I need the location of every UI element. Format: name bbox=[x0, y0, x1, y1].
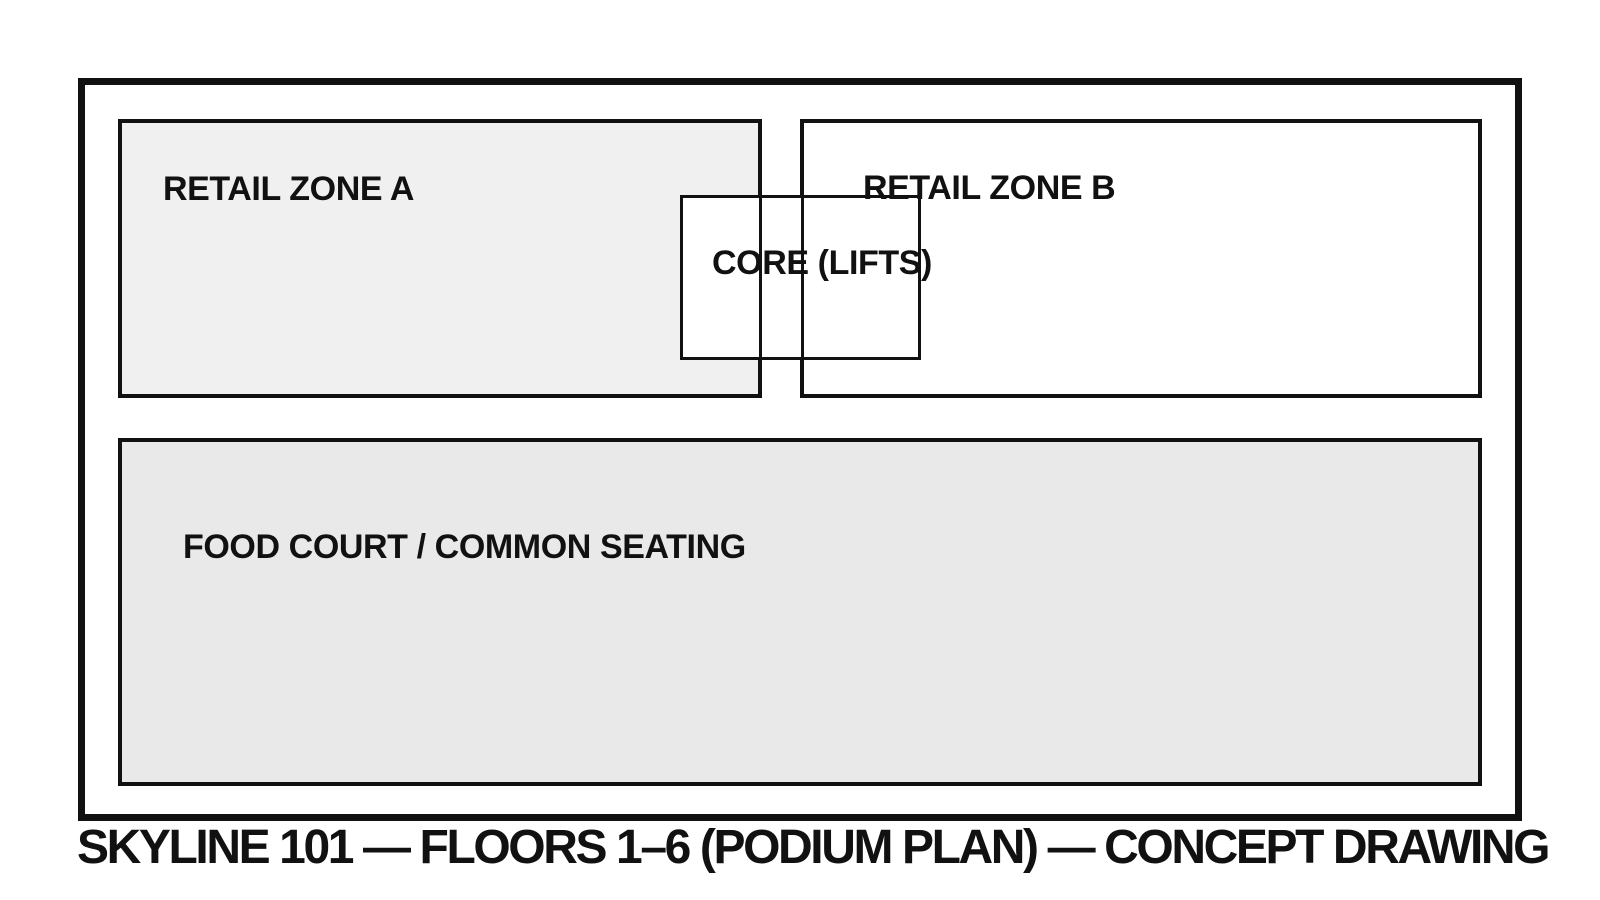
core-lifts-label: CORE (LIFTS) bbox=[712, 244, 932, 282]
building-outline bbox=[78, 78, 1522, 821]
food-court-label: FOOD COURT / COMMON SEATING bbox=[183, 528, 746, 566]
retail-zone-a-label: RETAIL ZONE A bbox=[163, 170, 415, 208]
retail-zone-a-region bbox=[118, 119, 762, 398]
retail-zone-b-label: RETAIL ZONE B bbox=[863, 169, 1116, 207]
food-court-region bbox=[118, 438, 1482, 786]
zone-a-boundary-line bbox=[759, 198, 762, 357]
zone-b-boundary-line bbox=[801, 198, 804, 357]
drawing-title: SKYLINE 101 — FLOORS 1–6 (PODIUM PLAN) —… bbox=[77, 821, 1551, 874]
core-lifts-region bbox=[680, 195, 921, 360]
